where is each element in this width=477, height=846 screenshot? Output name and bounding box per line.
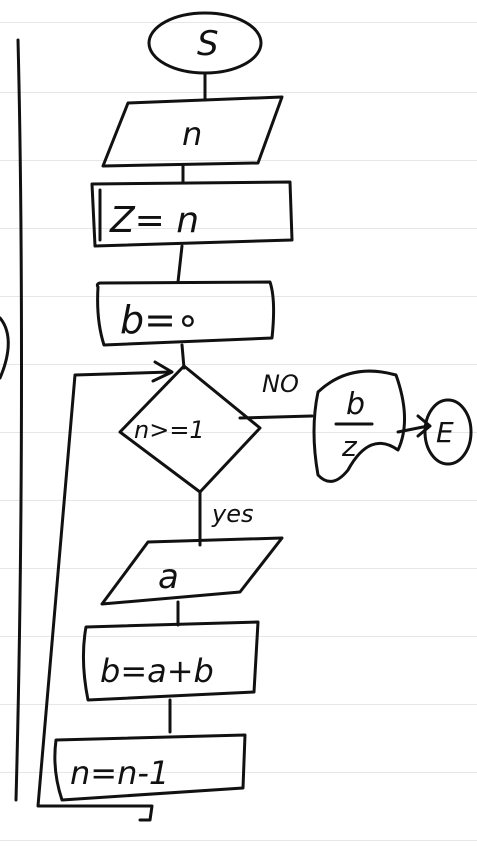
loop-arrow-head: [151, 360, 174, 383]
ruled-line: [0, 568, 477, 569]
margin-line: [14, 38, 23, 802]
ruled-line: [0, 500, 477, 501]
input-n-label: n: [182, 115, 202, 153]
end-arrow-head: [416, 414, 432, 438]
ruled-line: [0, 228, 477, 229]
edge-output-end: [396, 424, 430, 434]
loop-back-line: [36, 370, 172, 822]
start-label: S: [197, 24, 219, 64]
decision-label: n>=1: [134, 416, 205, 444]
ruled-line: [0, 432, 477, 433]
ruled-line: [0, 704, 477, 705]
decrement-label: n=n-1: [70, 754, 169, 792]
assign-z-label: Z= n: [109, 200, 199, 241]
output-denominator: z: [341, 430, 358, 463]
decrement-box: [53, 733, 247, 802]
edge-z-b: [176, 244, 184, 284]
end-label: E: [436, 416, 454, 449]
yes-label: yes: [211, 500, 253, 528]
assign-b-box: [95, 280, 276, 347]
input-n-parallelogram: [101, 95, 284, 168]
edge-no: [238, 414, 314, 420]
edge-b-decision: [180, 343, 186, 370]
ruled-line: [0, 160, 477, 161]
output-shape: [312, 369, 407, 483]
assign-sum-label: b=a+b: [100, 652, 214, 690]
ruled-line: [0, 772, 477, 773]
output-numerator: b: [346, 387, 365, 422]
assign-b-label: b=∘: [120, 298, 200, 342]
input-a-label: a: [158, 557, 179, 597]
assign-sum-box: [81, 620, 260, 702]
ruled-line: [0, 92, 477, 93]
assign-z-box: [90, 180, 294, 248]
ruled-line: [0, 296, 477, 297]
ruled-line: [0, 636, 477, 637]
ruled-line: [0, 22, 477, 23]
no-label: NO: [262, 370, 299, 398]
end-terminal: [423, 398, 473, 466]
ruled-line: [0, 364, 477, 365]
ruled-line: [0, 840, 477, 841]
margin-arc: [0, 316, 10, 380]
input-a-parallelogram: [100, 536, 284, 606]
